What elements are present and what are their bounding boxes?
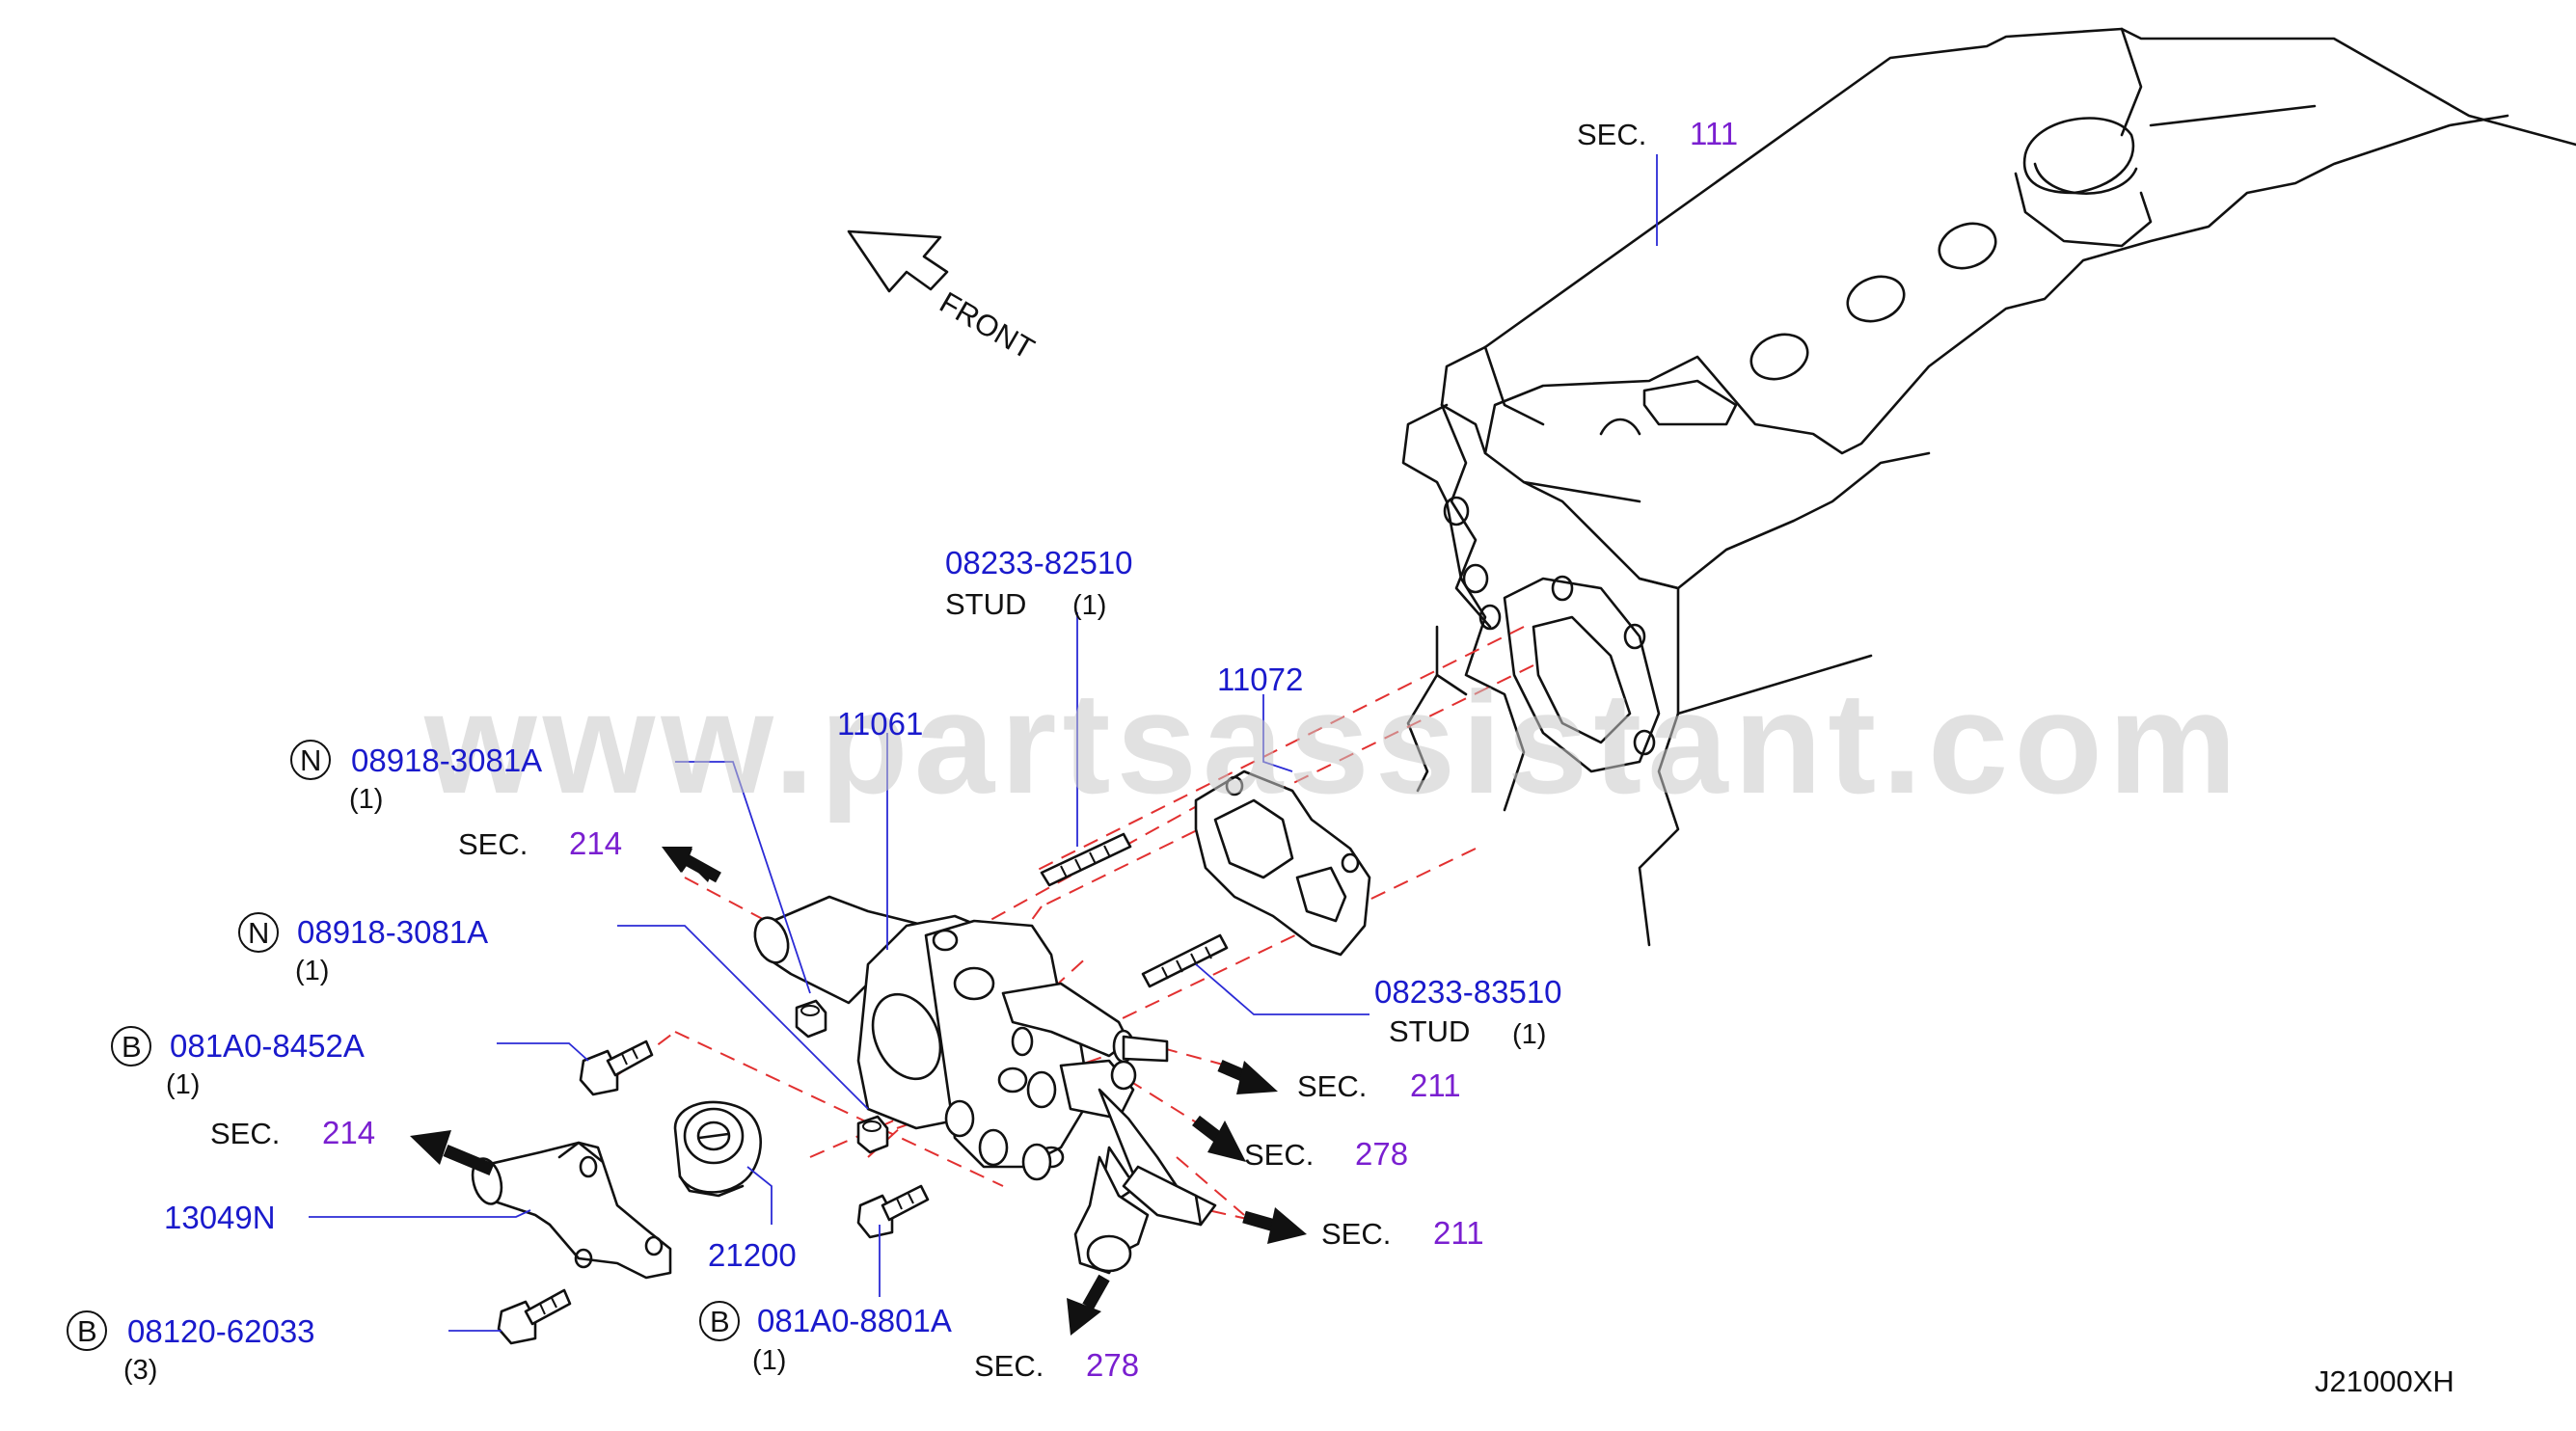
nut-lower — [856, 1115, 889, 1154]
engine-cylinder-head — [1401, 27, 2576, 947]
arrow-sec-278-upper — [1192, 1115, 1246, 1162]
part-number[interactable]: 08918-3081A — [297, 914, 488, 950]
sec-number[interactable]: 214 — [569, 825, 622, 861]
part-qty: (1) — [295, 956, 329, 986]
badge-circle — [67, 1310, 107, 1351]
arrow-sec-211-lower — [1242, 1207, 1307, 1244]
part-number[interactable]: 08233-82510 — [945, 545, 1133, 580]
front-direction-arrow: FRONT — [847, 230, 1041, 366]
part-qty: (1) — [752, 1345, 786, 1376]
part-qty: (1) — [1072, 590, 1106, 621]
leader-lines — [309, 154, 1658, 1332]
part-number[interactable]: 13049N — [164, 1200, 276, 1235]
stud-08233-83510 — [1141, 933, 1229, 988]
sec-number[interactable]: 111 — [1690, 116, 1738, 151]
sec-number[interactable]: 211 — [1410, 1067, 1461, 1103]
diagram-code: J21000XH — [2315, 1364, 2454, 1398]
stud-08233-82510 — [1040, 832, 1132, 887]
badge-circle — [699, 1301, 740, 1341]
section-labels: SEC. 111 SEC. 214 SEC. 214 SEC. 211 SEC.… — [210, 116, 1738, 1383]
part-badge: B — [122, 1030, 142, 1064]
badge-circle — [290, 740, 331, 780]
part-badge: N — [300, 743, 321, 777]
part-desc: STUD — [945, 587, 1026, 621]
thermostat-21200 — [673, 1100, 763, 1198]
part-number[interactable]: 08918-3081A — [351, 742, 542, 778]
water-outlet-housing-11061 — [753, 895, 1217, 1275]
part-number[interactable]: 11072 — [1217, 662, 1303, 697]
bolt-08120-62033 — [497, 1288, 572, 1345]
sec-prefix: SEC. — [458, 827, 528, 861]
sec-prefix: SEC. — [974, 1349, 1044, 1383]
arrow-sec-214-upper — [662, 847, 721, 883]
part-badge: B — [77, 1314, 97, 1348]
part-qty: (1) — [166, 1069, 200, 1100]
part-badge: B — [710, 1305, 730, 1338]
part-qty: (3) — [123, 1355, 157, 1386]
arrow-sec-278-lower — [1067, 1274, 1110, 1336]
badge-circle — [111, 1026, 151, 1066]
nut-upper — [795, 999, 827, 1039]
part-labels: 08233-82510 STUD (1) 11072 11061 N 08918… — [67, 545, 1562, 1386]
sec-number[interactable]: 278 — [1355, 1136, 1408, 1172]
watermark: www.partsassistant.com — [423, 662, 2242, 824]
arrow-sec-214-lower — [410, 1130, 495, 1175]
bolt-081A0-8452A — [579, 1040, 654, 1096]
sec-number[interactable]: 211 — [1433, 1215, 1484, 1251]
flow-arrows — [410, 847, 1307, 1336]
sec-prefix: SEC. — [1577, 118, 1646, 151]
sec-number[interactable]: 278 — [1086, 1347, 1139, 1383]
part-number[interactable]: 081A0-8452A — [170, 1028, 365, 1064]
water-inlet-13049N — [471, 1141, 672, 1280]
part-qty: (1) — [349, 784, 383, 815]
part-badge: N — [248, 916, 269, 950]
sec-prefix: SEC. — [1297, 1069, 1367, 1103]
front-label: FRONT — [935, 285, 1041, 366]
badge-circle — [238, 912, 279, 953]
part-number[interactable]: 08120-62033 — [127, 1313, 315, 1349]
part-desc: STUD — [1389, 1014, 1470, 1048]
gasket-11072 — [1194, 770, 1371, 957]
sec-prefix: SEC. — [1244, 1138, 1314, 1172]
sec-prefix: SEC. — [1321, 1217, 1391, 1251]
sec-number[interactable]: 214 — [322, 1115, 375, 1150]
part-number[interactable]: 11061 — [837, 706, 923, 742]
sec-prefix: SEC. — [210, 1117, 280, 1150]
part-number[interactable]: 081A0-8801A — [757, 1303, 952, 1338]
bolt-081A0-8801A — [856, 1184, 930, 1239]
part-number[interactable]: 08233-83510 — [1374, 974, 1562, 1010]
part-number[interactable]: 21200 — [708, 1237, 797, 1273]
arrow-sec-211-upper — [1217, 1060, 1278, 1094]
part-qty: (1) — [1512, 1019, 1546, 1050]
